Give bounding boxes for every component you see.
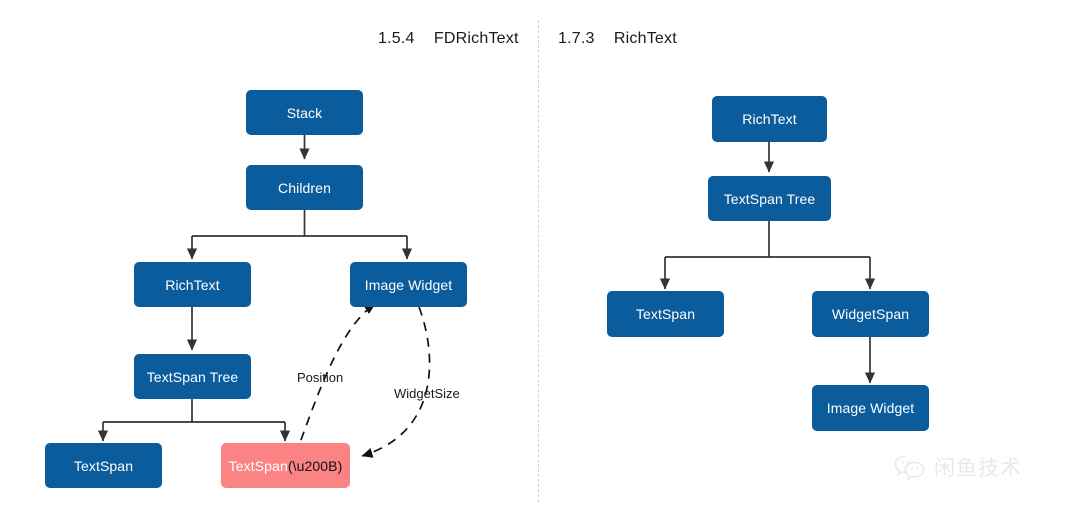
- wechat-bubbles-icon: [893, 453, 927, 481]
- node-right-image-widget[interactable]: Image Widget: [812, 385, 929, 431]
- watermark-text: 闲鱼技术: [934, 456, 1022, 480]
- node-label: TextSpan Tree: [146, 368, 239, 385]
- node-label: Image Widget: [364, 276, 453, 293]
- node-right-textspan[interactable]: TextSpan: [607, 291, 724, 337]
- node-label: TextSpan: [635, 306, 696, 322]
- node-label: RichText: [742, 111, 797, 127]
- node-right-richtext[interactable]: RichText: [712, 96, 827, 142]
- node-left-textspan[interactable]: TextSpan: [45, 443, 162, 488]
- node-left-stack[interactable]: Stack: [246, 90, 363, 135]
- node-label: WidgetSpan: [831, 306, 910, 322]
- node-label: TextSpan: [228, 457, 288, 474]
- panel-right-title: 1.7.3 RichText: [558, 30, 677, 48]
- node-left-textspan-zwsp[interactable]: TextSpan(\u200B): [221, 443, 350, 488]
- node-label-suffix: (\u200B): [287, 457, 343, 474]
- panel-right-title-number: 1.7.3: [558, 30, 595, 47]
- node-label: RichText: [165, 276, 220, 293]
- node-label: Children: [278, 179, 331, 196]
- panel-left-title-name: FDRichText: [433, 30, 519, 47]
- edge-widgetsize-dashed: [361, 306, 431, 458]
- node-left-image-widget[interactable]: Image Widget: [350, 262, 467, 307]
- node-label: Stack: [286, 104, 323, 121]
- edge-label-widgetsize: WidgetSize: [394, 386, 460, 401]
- node-label: TextSpan: [73, 457, 134, 474]
- panel-divider: [538, 20, 539, 502]
- panel-left-title: 1.5.4 FDRichText: [378, 30, 519, 48]
- node-left-textspan-tree[interactable]: TextSpan Tree: [134, 354, 251, 399]
- node-left-richtext[interactable]: RichText: [134, 262, 251, 307]
- node-label: Image Widget: [826, 400, 915, 416]
- node-left-children[interactable]: Children: [246, 165, 363, 210]
- edge-label-position: Position: [297, 370, 344, 385]
- node-label: TextSpan Tree: [723, 190, 816, 207]
- watermark: 闲鱼技术: [893, 452, 1022, 482]
- node-right-textspan-tree[interactable]: TextSpan Tree: [708, 176, 831, 221]
- panel-left-title-number: 1.5.4: [378, 30, 415, 47]
- panel-right-title-name: RichText: [613, 30, 677, 47]
- node-right-widgetspan[interactable]: WidgetSpan: [812, 291, 929, 337]
